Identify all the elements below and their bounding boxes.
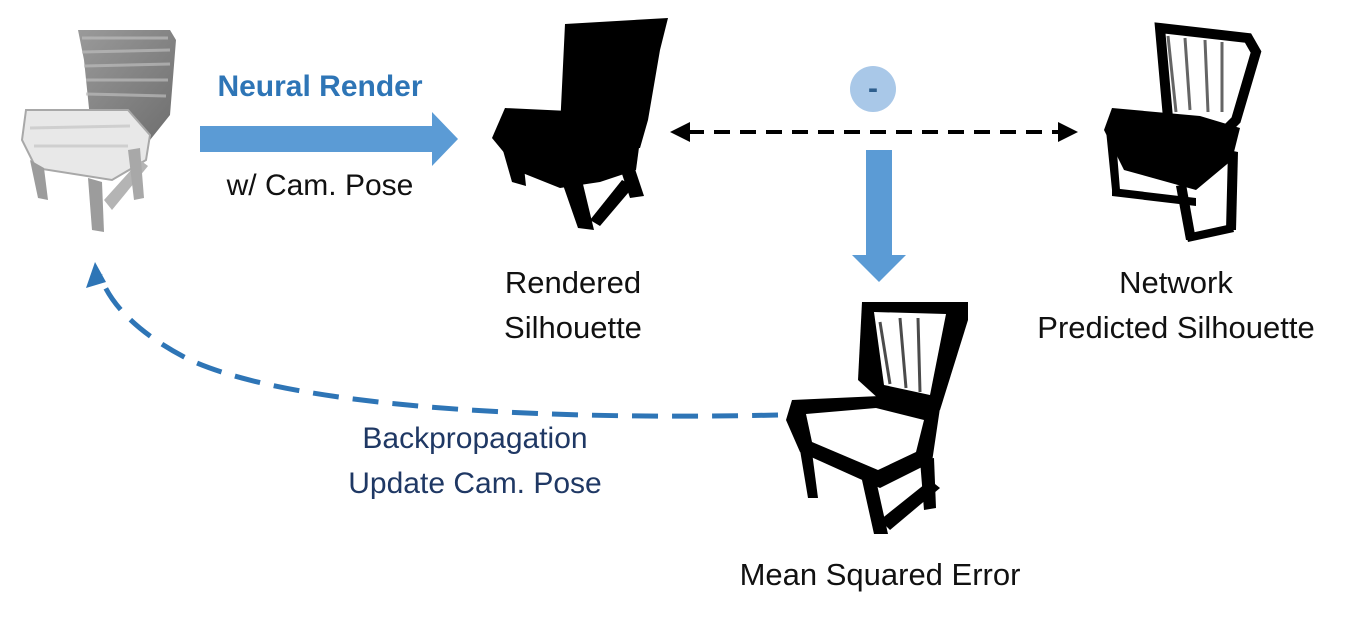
comparison-arrowhead-left: [670, 122, 690, 142]
error-map-icon: [786, 302, 968, 534]
network-label-line2: Predicted Silhouette: [1037, 310, 1315, 345]
input-chair-mesh-icon: [20, 30, 176, 232]
neural-render-label: Neural Render: [217, 70, 423, 103]
predicted-silhouette-icon: [1104, 22, 1262, 242]
mse-label: Mean Squared Error: [739, 557, 1021, 592]
backprop-arrowhead: [86, 262, 106, 288]
minus-circle: [850, 66, 896, 112]
minus-sign: -: [868, 72, 878, 105]
comparison-arrowhead-right: [1058, 122, 1078, 142]
rendered-label-line2: Silhouette: [504, 310, 642, 345]
mse-down-arrow: [852, 150, 906, 282]
backprop-curve: [97, 274, 779, 419]
rendered-silhouette-label: Rendered Silhouette: [443, 260, 703, 350]
cam-pose-label: w/ Cam. Pose: [226, 169, 414, 202]
backprop-label: Backpropagation Update Cam. Pose: [300, 416, 650, 506]
backprop-label-line1: Backpropagation: [362, 422, 588, 455]
rendered-silhouette-icon: [492, 18, 668, 230]
network-predicted-label: Network Predicted Silhouette: [990, 260, 1362, 350]
network-label-line1: Network: [1119, 265, 1233, 300]
rendered-label-line1: Rendered: [504, 265, 642, 300]
backprop-label-line2: Update Cam. Pose: [348, 467, 602, 500]
neural-render-arrow: [200, 112, 458, 166]
